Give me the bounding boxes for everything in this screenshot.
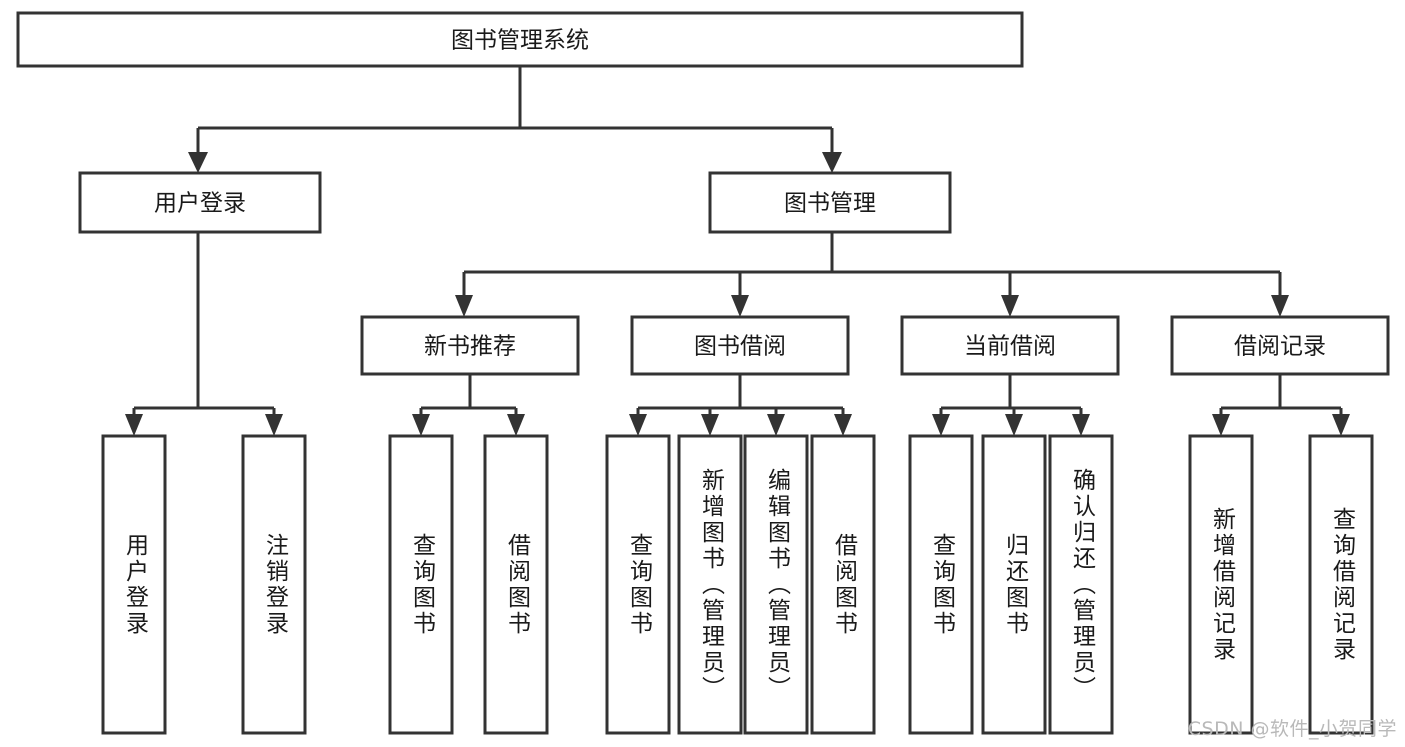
node-new-book-recommend-box[interactable] [360,315,580,376]
arrowhead-current-borrow [1001,295,1019,317]
node-current-borrow[interactable]: 当前借阅 [900,315,1120,376]
connector-group-root [188,66,842,173]
node-leaf-borrow-book-rec-box[interactable] [483,434,549,735]
node-root-box[interactable] [16,11,1024,68]
node-user-login[interactable]: 用户登录 [78,171,322,234]
node-user-login-label: 用户登录 [154,191,246,217]
node-root[interactable]: 图书管理系统 [16,11,1024,68]
node-leaf-logout-box[interactable] [241,434,307,735]
node-root-label: 图书管理系统 [451,28,589,54]
arrowhead-leaf-user-login [125,414,143,436]
connector-group-user-login [125,232,283,436]
arrowhead-leaf-add-record [1212,414,1230,436]
node-leaf-return-book-box[interactable] [981,434,1047,735]
arrowhead-leaf-logout [265,414,283,436]
node-leaf-user-login-box[interactable] [101,434,167,735]
leaf-box-group [101,434,1374,735]
node-new-book-recommend-label: 新书推荐 [424,334,516,360]
node-borrow-record[interactable]: 借阅记录 [1170,315,1390,376]
arrowhead-leaf-return-book [1005,414,1023,436]
node-leaf-query-record-box[interactable] [1308,434,1374,735]
connector-group-current-borrow [932,374,1090,436]
connector-group-book-manage [455,232,1289,317]
arrowhead-user-login [188,152,208,173]
node-leaf-query-book-cur-box[interactable] [908,434,974,735]
arrowhead-book-manage [822,152,842,173]
arrowhead-book-borrow [731,295,749,317]
node-book-manage-box[interactable] [708,171,952,234]
arrowhead-leaf-borrow-book-bor [834,414,852,436]
node-leaf-add-record-box[interactable] [1188,434,1254,735]
node-book-borrow-box[interactable] [630,315,850,376]
connector-group-borrow-record [1212,374,1350,436]
node-leaf-edit-book-box[interactable] [743,434,809,735]
arrowhead-leaf-query-book-bor [629,414,647,436]
node-book-manage-label: 图书管理 [784,191,876,217]
node-borrow-record-box[interactable] [1170,315,1390,376]
connector-group-new-book-recommend [412,374,525,436]
node-leaf-add-book-box[interactable] [677,434,743,735]
connector-group-book-borrow [629,374,852,436]
arrowhead-leaf-query-book-rec [412,414,430,436]
arrowhead-leaf-query-book-cur [932,414,950,436]
node-borrow-record-label: 借阅记录 [1234,334,1326,360]
arrowhead-new-book-recommend [455,295,473,317]
node-current-borrow-label: 当前借阅 [964,334,1056,360]
arrowhead-leaf-add-book [701,414,719,436]
node-book-borrow-label: 图书借阅 [694,334,786,360]
node-leaf-query-book-bor-box[interactable] [605,434,671,735]
watermark: CSDN @软件_小贺同学 [1187,718,1397,740]
node-book-borrow[interactable]: 图书借阅 [630,315,850,376]
node-leaf-confirm-return-box[interactable] [1048,434,1114,735]
node-leaf-borrow-book-bor-box[interactable] [810,434,876,735]
node-current-borrow-box[interactable] [900,315,1120,376]
arrowhead-leaf-edit-book [767,414,785,436]
arrowhead-leaf-confirm-return [1072,414,1090,436]
node-leaf-query-book-rec-box[interactable] [388,434,454,735]
arrowhead-borrow-record [1271,295,1289,317]
node-book-manage[interactable]: 图书管理 [708,171,952,234]
node-new-book-recommend[interactable]: 新书推荐 [360,315,580,376]
node-user-login-box[interactable] [78,171,322,234]
arrowhead-leaf-borrow-book-rec [507,414,525,436]
arrowhead-leaf-query-record [1332,414,1350,436]
